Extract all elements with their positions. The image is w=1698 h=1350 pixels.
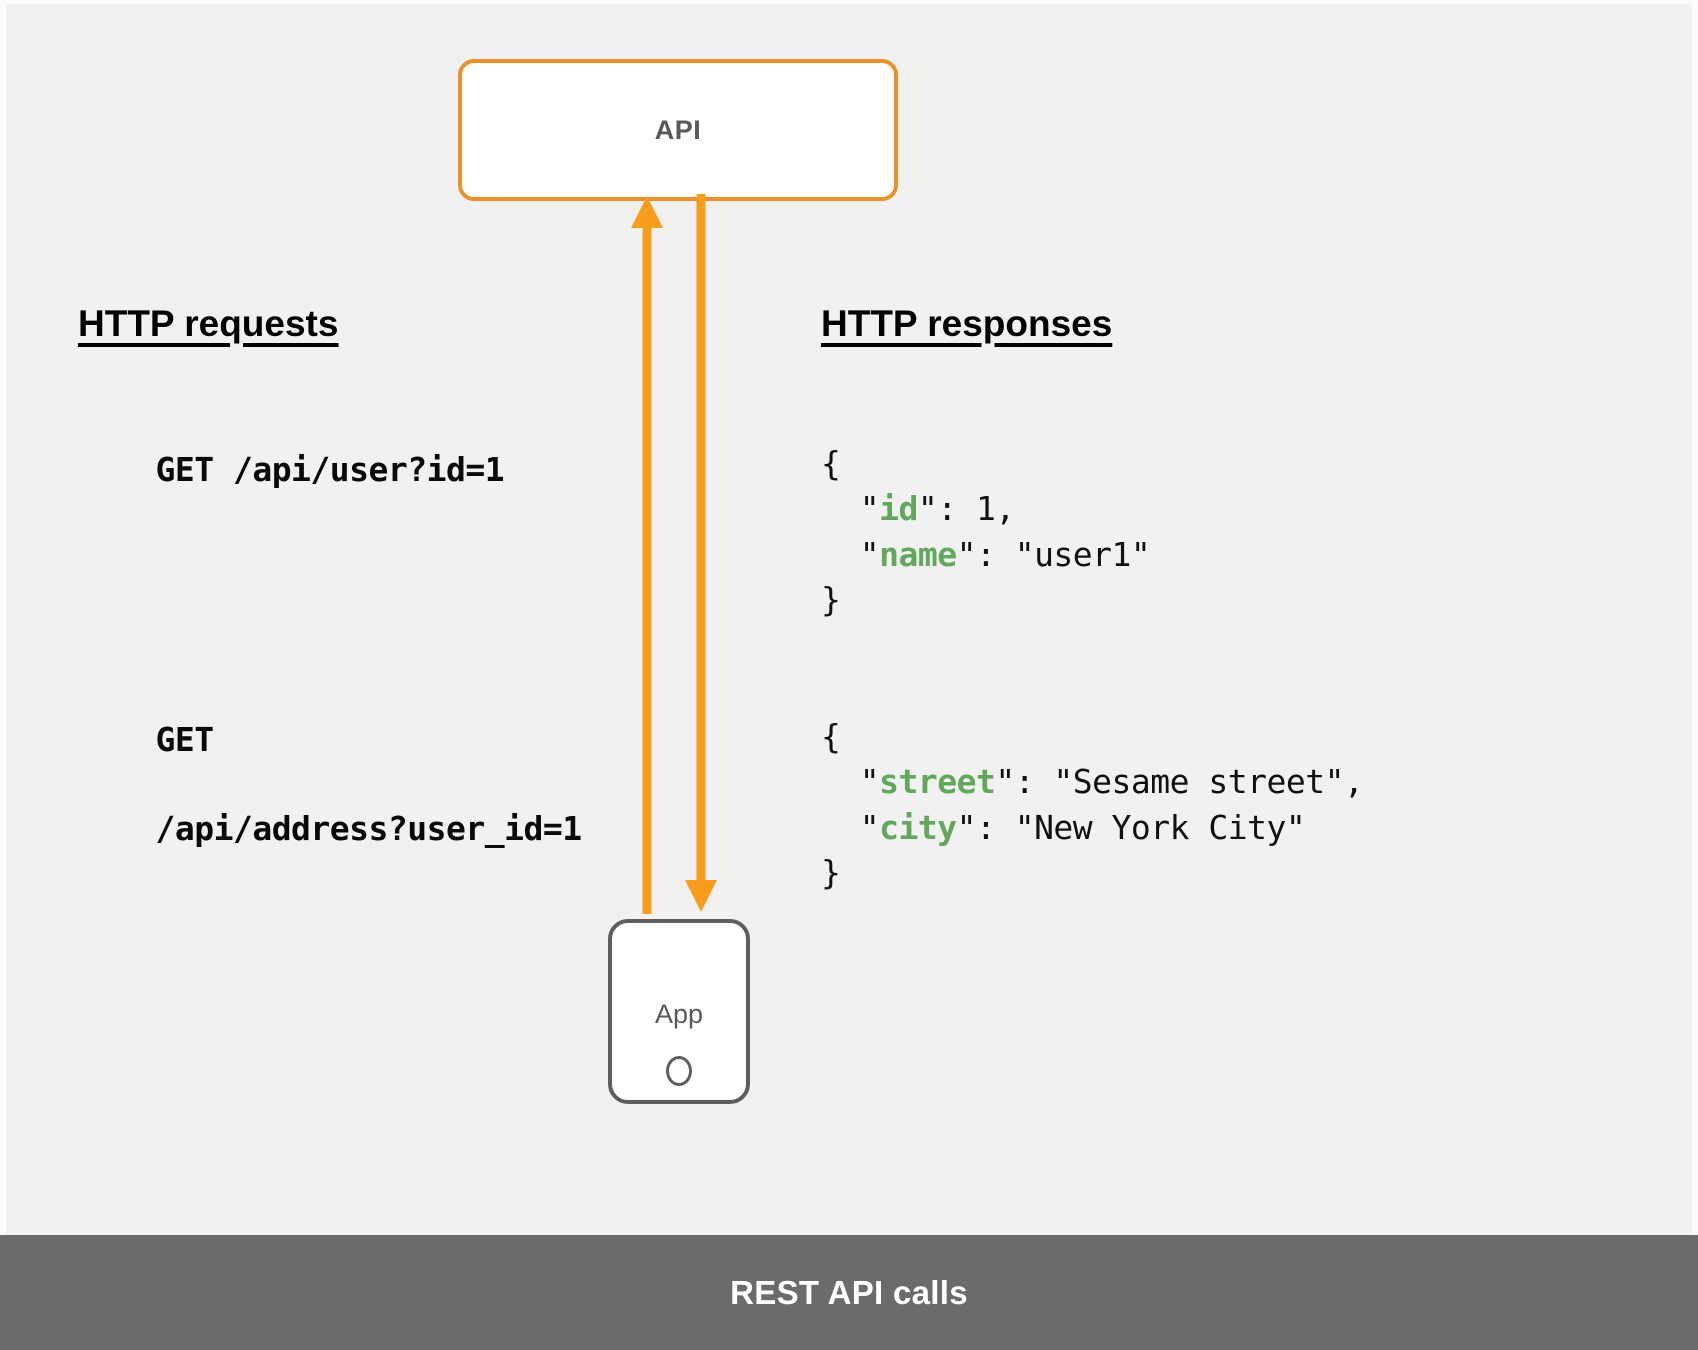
response-1-open-brace: { [821,444,841,484]
figure-caption-bar: REST API calls [0,1235,1698,1350]
phone-home-button-icon [666,1056,692,1086]
response-2-close-brace: } [821,852,841,892]
request-arrow-up [631,196,663,914]
http-request-1-line1: GET /api/user?id=1 [155,450,505,490]
http-responses-heading: HTTP responses [821,303,1113,344]
http-response-2: { "street": "Sesame street", "city": "Ne… [821,669,1364,940]
response-2-field-2-key: city [879,807,957,847]
arrow-group [631,194,717,914]
http-response-1: { "id": 1, "name": "user1"} [821,396,1151,667]
app-node-label: App [654,999,704,1029]
response-1-field-1-key: id [879,489,918,529]
http-request-2-line1: GET [155,720,214,760]
app-node: App [608,919,750,1104]
response-1-close-brace: } [821,579,841,619]
http-requests-heading: HTTP requests [78,303,339,344]
response-2-field-2-value: ": "New York City" [956,807,1306,847]
api-node: API [458,59,898,201]
response-2-field-1-value: ": "Sesame street", [995,762,1364,802]
response-1-field-1-prefix: " [821,489,880,529]
response-2-field-2-prefix: " [821,807,880,847]
response-1-field-2-key: name [879,534,957,574]
api-node-label: API [654,114,702,145]
response-2-open-brace: { [821,717,841,757]
response-1-field-2-prefix: " [821,534,880,574]
response-1-field-1-value: ": 1, [917,489,1015,529]
response-2-field-1-key: street [879,762,996,802]
response-1-field-2-value: ": "user1" [956,534,1151,574]
figure-caption-text: REST API calls [730,1273,968,1311]
http-request-2-line2: /api/address?user_id=1 [155,808,582,848]
http-request-2: GET /api/address?user_id=1 [78,674,582,895]
response-arrow-down [685,194,717,912]
response-2-field-1-prefix: " [821,762,880,802]
http-request-1: GET /api/user?id=1 [78,404,504,537]
